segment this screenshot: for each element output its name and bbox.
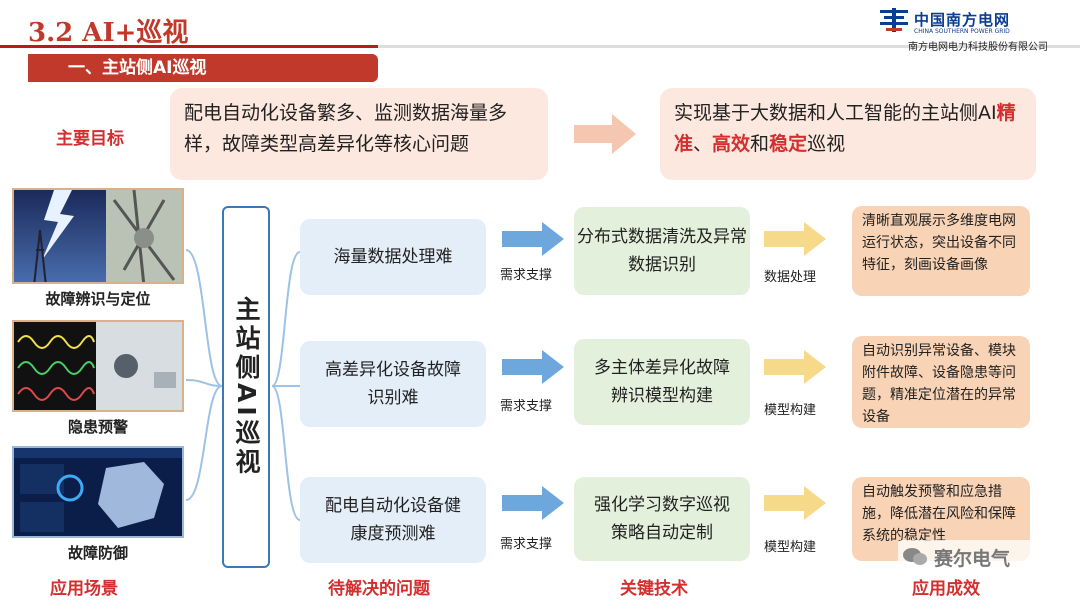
goal-sep-2: 和 [750,133,770,155]
goal-keyword-accurate: 精准 [674,102,1016,155]
section-subtitle: 一、主站侧AI巡视 [28,54,378,82]
goal-label: 主要目标 [56,129,124,149]
goal-problem-box: 配电自动化设备繁多、监测数据海量多样，故障类型高差异化等核心问题 [170,88,548,180]
goal-keyword-efficient: 高效 [712,133,751,155]
scenario-caption-1: 故障辨识与定位 [45,290,151,308]
tech-text-3: 强化学习数字巡视策略自动定制 [594,495,730,543]
problem-box-1: 海量数据处理难 [300,219,486,295]
watermark-text: 赛尔电气 [934,547,1011,570]
stage-label-2: 模型构建 [764,403,817,418]
scenario-photo-monitor [12,320,184,412]
support-arrow-icon-2 [502,350,564,388]
tech-box-3: 强化学习数字巡视策略自动定制 [574,477,750,561]
page-title: 3.2 AI+巡视 [28,18,189,48]
footer-label-technology: 关键技术 [620,579,688,599]
result-text-1: 清晰直观展示多维度电网运行状态，突出设备不同特征，刻画设备画像 [862,213,1016,273]
header-divider [0,45,1080,48]
result-box-1: 清晰直观展示多维度电网运行状态，突出设备不同特征，刻画设备画像 [852,206,1030,296]
goal-target-box: 实现基于大数据和人工智能的主站侧AI精准、高效和稳定巡视 [660,88,1036,180]
result-text-3: 自动触发预警和应急措施，降低潜在风险和保障系统的稳定性 [862,484,1016,544]
result-text-2: 自动识别异常设备、模块附件故障、设备隐患等问题，精准定位潜在的异常设备 [862,343,1016,425]
stage-label-3: 模型构建 [764,540,817,555]
tech-box-2: 多主体差异化故障辨识模型构建 [574,339,750,425]
grid-logo-icon [878,6,910,40]
logo-text-cn: 中国南方电网 [914,11,1011,29]
scenario-photo-dashboard [12,446,184,538]
footer-label-scenarios: 应用场景 [50,579,118,599]
goal-sep-1: 、 [693,133,713,155]
tech-box-1: 分布式数据清洗及异常数据识别 [574,207,750,295]
company-name: 南方电网电力科技股份有限公司 [908,42,1048,53]
center-label: 主站侧AI巡视 [232,296,261,478]
support-arrow-icon-1 [502,222,564,260]
problem-text-2: 高差异化设备故障识别难 [325,360,461,408]
center-label-box: 主站侧AI巡视 [222,206,270,568]
tech-text-1: 分布式数据清洗及异常数据识别 [577,227,747,275]
watermark: 赛尔电气 [898,540,1048,574]
problem-box-2: 高差异化设备故障识别难 [300,341,486,427]
goal-target-prefix: 实现基于大数据和人工智能的主站侧AI [674,102,997,124]
problem-text-1: 海量数据处理难 [333,247,453,267]
scenario-caption-2: 隐患预警 [67,418,128,436]
stage-arrow-icon-2 [764,350,826,388]
scenario-photo-lightning [12,188,184,284]
goal-problem-text: 配电自动化设备繁多、监测数据海量多样，故障类型高差异化等核心问题 [184,102,508,155]
logo-text-en: CHINA SOUTHERN POWER GRID [914,28,1010,35]
scenario-caption-3: 故障防御 [67,544,128,562]
tech-text-2: 多主体差异化故障辨识模型构建 [594,358,730,406]
stage-arrow-icon-3 [764,486,826,524]
chat-bubble-icon [903,548,927,565]
support-label-2: 需求支撑 [500,399,553,414]
support-label-3: 需求支撑 [500,537,553,552]
connector-lines [185,249,301,521]
goal-arrow-icon [574,114,636,158]
problem-box-3: 配电自动化设备健康度预测难 [300,477,486,563]
result-box-2: 自动识别异常设备、模块附件故障、设备隐患等问题，精准定位潜在的异常设备 [852,336,1030,428]
goal-keyword-stable: 稳定 [769,133,808,155]
footer-label-problems: 待解决的问题 [328,579,430,599]
footer-label-results: 应用成效 [912,579,980,599]
stage-arrow-icon-1 [764,222,826,260]
goal-target-suffix: 巡视 [807,133,846,155]
stage-label-1: 数据处理 [764,270,817,285]
support-label-1: 需求支撑 [500,268,553,283]
problem-text-3: 配电自动化设备健康度预测难 [325,496,461,544]
support-arrow-icon-3 [502,486,564,524]
